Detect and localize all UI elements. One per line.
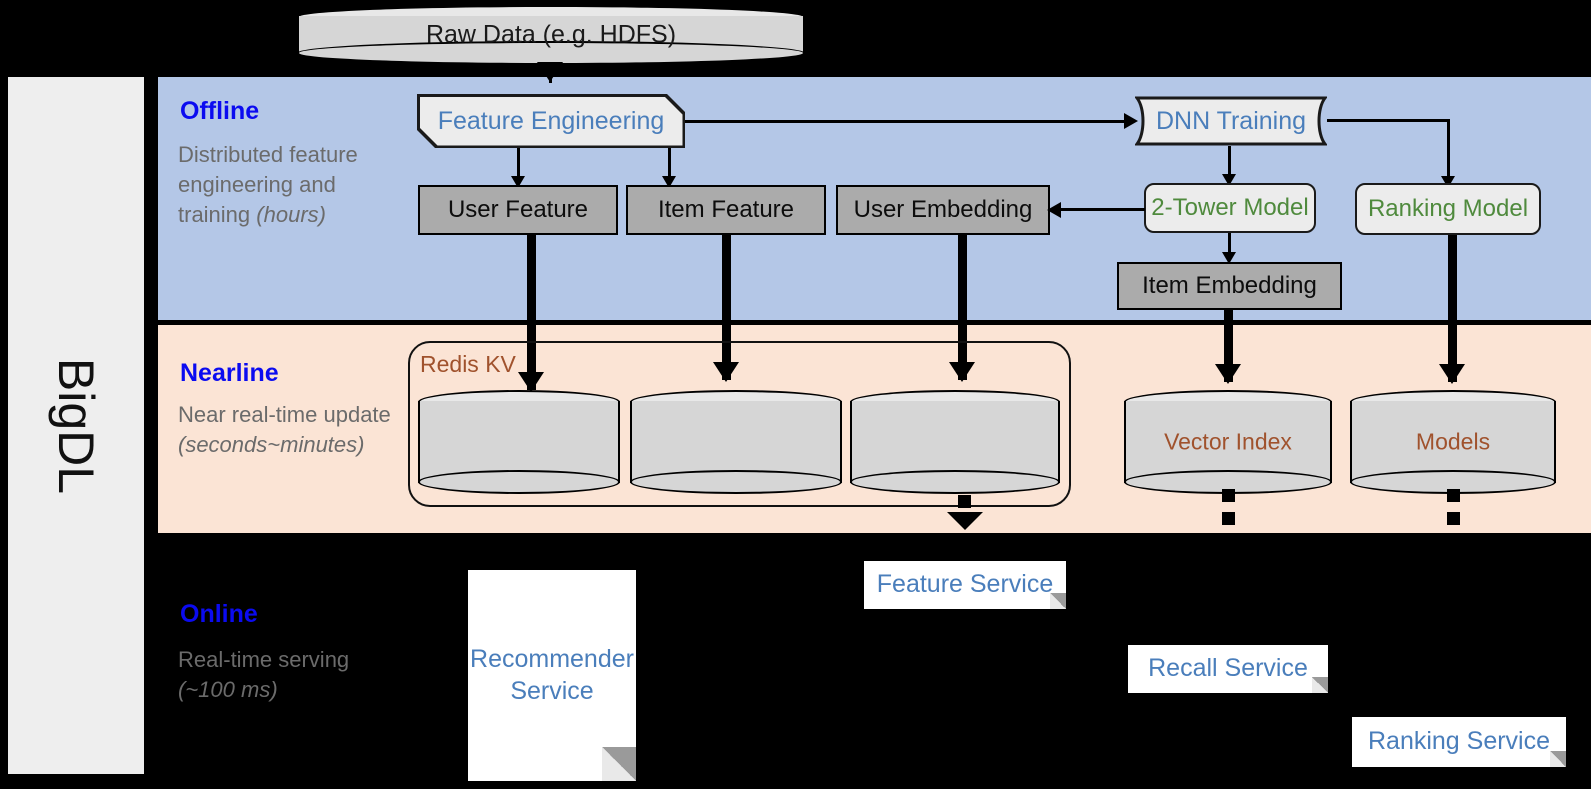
connector-dnn-to-twotower <box>1228 146 1231 178</box>
ranking-model-box[interactable]: Ranking Model <box>1355 183 1541 235</box>
offline-subtitle-main: Distributed feature engineering and trai… <box>178 142 358 227</box>
connector-fe-to-itemfeature <box>668 148 671 180</box>
dash-models-to-ranking-2 <box>1447 512 1460 525</box>
recommender-service-fold <box>602 747 636 781</box>
connector-dnn-to-ranking-v <box>1447 119 1450 179</box>
redis-kv-label: Redis KV <box>420 351 516 377</box>
models-label: Models <box>1415 428 1491 455</box>
connector-fe-to-dnn <box>685 120 1128 123</box>
dash-models-to-ranking-1 <box>1447 489 1460 502</box>
cylinder-bottom <box>850 470 1060 494</box>
offline-subtitle: Distributed feature engineering and trai… <box>178 140 398 230</box>
pipe-userfeature-to-store1 <box>527 235 536 390</box>
arrowhead-redis-to-featureservice <box>947 512 983 530</box>
cylinder-bottom <box>418 470 620 494</box>
user-feature-box[interactable]: User Feature <box>418 185 618 235</box>
redis-kv-container <box>408 341 1071 507</box>
pipe-itemembedding-to-vectorindex <box>1224 310 1233 382</box>
two-tower-model-box[interactable]: 2-Tower Model <box>1144 183 1316 233</box>
dnn-training-box[interactable]: DNN Training <box>1135 96 1327 146</box>
dash-vectorindex-to-recall-1 <box>1222 489 1235 502</box>
raw-data-cylinder: Raw Data (e.g. HDFS) <box>297 5 805 65</box>
cylinder-bottom <box>630 470 842 494</box>
online-subtitle: Real-time serving (~100 ms) <box>178 645 398 705</box>
nearline-subtitle-italic: (seconds~minutes) <box>178 432 365 457</box>
ranking-service-box[interactable]: Ranking Service <box>1352 717 1566 767</box>
raw-data-label: Raw Data (e.g. HDFS) <box>425 20 677 49</box>
pipe-rankingmodel-to-models <box>1448 235 1457 382</box>
arrowhead-pipe-models <box>1439 364 1465 384</box>
bigdl-sidebar: BigDL <box>8 77 144 774</box>
dnn-training-label: DNN Training <box>1155 106 1307 135</box>
recall-service-box[interactable]: Recall Service <box>1128 645 1328 693</box>
offline-subtitle-italic: (hours) <box>256 202 326 227</box>
nearline-title: Nearline <box>180 359 279 387</box>
arrowhead-pipe-vectorindex <box>1215 364 1241 384</box>
redis-store-2-cylinder[interactable] <box>630 390 842 494</box>
connector-fe-to-userfeature <box>517 148 520 180</box>
item-feature-box[interactable]: Item Feature <box>626 185 826 235</box>
dash-redis-to-featureservice-1 <box>958 495 971 508</box>
recall-service-fold <box>1312 677 1328 693</box>
arrowhead-pipe-store3 <box>949 362 975 382</box>
connector-twotower-to-itemembedding <box>1228 233 1231 258</box>
arrowhead-pipe-store2 <box>713 362 739 382</box>
dash-vectorindex-to-recall-2 <box>1222 512 1235 525</box>
dnn-training-shape <box>1135 96 1327 146</box>
redis-store-1-cylinder[interactable] <box>418 390 620 494</box>
feature-engineering-box[interactable]: Feature Engineering <box>420 97 683 146</box>
pipe-userembedding-to-store3 <box>958 235 967 380</box>
pipe-itemfeature-to-store2 <box>722 235 731 380</box>
ranking-service-fold <box>1550 751 1566 767</box>
recommender-service-box[interactable]: Recommender Service <box>468 570 636 781</box>
arrowhead-twotower-to-itemembedding <box>1222 252 1236 264</box>
feature-service-box[interactable]: Feature Service <box>864 561 1066 609</box>
item-embedding-box[interactable]: Item Embedding <box>1117 262 1342 310</box>
online-subtitle-italic: (~100 ms) <box>178 677 278 702</box>
user-embedding-box[interactable]: User Embedding <box>836 185 1050 235</box>
connector-twotower-to-userembedding <box>1055 208 1145 211</box>
bigdl-label: BigDL <box>48 357 104 494</box>
arrowhead-twotower-to-userembedding <box>1047 202 1061 218</box>
arrowhead-fe-to-dnn <box>1124 113 1138 129</box>
connector-dnn-to-ranking-h <box>1327 119 1450 122</box>
online-subtitle-main: Real-time serving <box>178 647 350 672</box>
arrowhead-rawdata-to-fe <box>537 62 563 82</box>
models-cylinder[interactable]: Models <box>1350 390 1556 494</box>
nearline-subtitle: Near real-time update (seconds~minutes) <box>178 400 398 460</box>
feature-service-fold <box>1050 593 1066 609</box>
redis-store-3-cylinder[interactable] <box>850 390 1060 494</box>
vector-index-cylinder[interactable]: Vector Index <box>1124 390 1332 494</box>
nearline-subtitle-main: Near real-time update <box>178 402 391 427</box>
cylinder-bottom <box>297 41 805 65</box>
offline-title: Offline <box>180 97 260 125</box>
online-title: Online <box>180 600 258 628</box>
vector-index-label: Vector Index <box>1164 428 1292 455</box>
arrowhead-pipe-store1 <box>518 372 544 392</box>
